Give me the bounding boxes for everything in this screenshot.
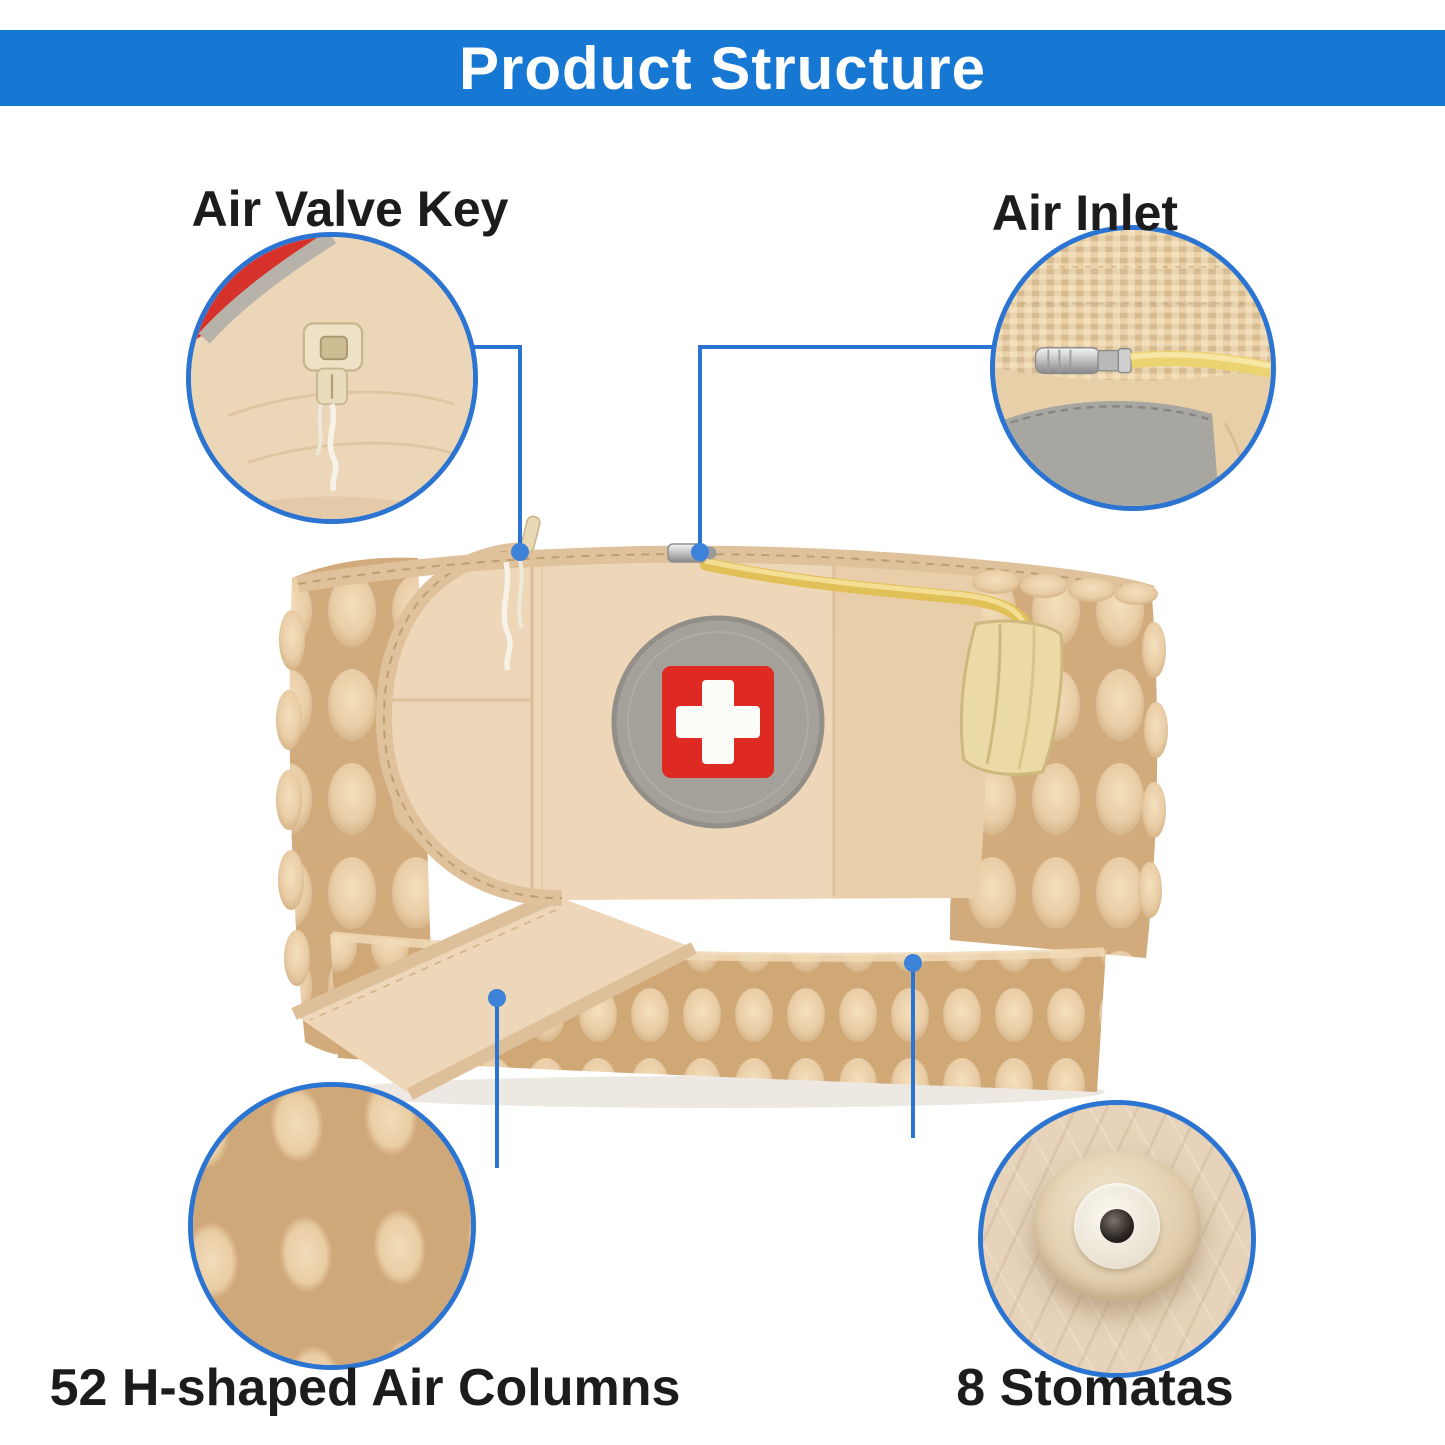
air-valve-key-photo: [191, 237, 473, 519]
label-air-inlet: Air Inlet: [991, 185, 1179, 241]
stomata-photo: [983, 1105, 1251, 1373]
label-air-columns: 52 H-shaped Air Columns: [49, 1359, 681, 1417]
page-title: Product Structure: [458, 34, 987, 102]
callout-line-air-inlet: [698, 345, 992, 552]
callout-line-air-valve-key: [474, 345, 522, 552]
medical-cross-badge: [611, 615, 825, 829]
stoma-ring: [1074, 1182, 1160, 1269]
detail-circle-stomata: [978, 1100, 1256, 1378]
air-inlet-photo: [995, 230, 1271, 506]
tube-clamp: [959, 619, 1064, 776]
belt-edge-scallops: [276, 610, 1168, 986]
stoma-mound: [1033, 1150, 1201, 1301]
callout-dot-air-inlet: [691, 543, 709, 561]
detail-circle-air-columns: [188, 1082, 476, 1370]
inlet-valve-icon: [1034, 347, 1271, 378]
header-banner: Product Structure: [0, 30, 1445, 106]
callout-dot-air-columns: [488, 989, 506, 1007]
detail-circle-air-valve-key: [186, 232, 478, 524]
valve-key-icon: [302, 322, 364, 492]
callout-dot-air-valve-key: [511, 543, 529, 561]
label-stomatas: 8 Stomatas: [956, 1359, 1234, 1417]
callout-dot-stomatas: [904, 954, 922, 972]
valve-key-string: [501, 515, 541, 671]
detail-circle-air-inlet: [990, 225, 1276, 511]
belt-top-binding: [296, 545, 1158, 605]
air-columns-photo: [193, 1087, 471, 1365]
gray-leather-patch: [995, 401, 1220, 506]
label-air-valve-key: Air Valve Key: [191, 181, 509, 237]
stoma-hole: [1100, 1208, 1134, 1243]
